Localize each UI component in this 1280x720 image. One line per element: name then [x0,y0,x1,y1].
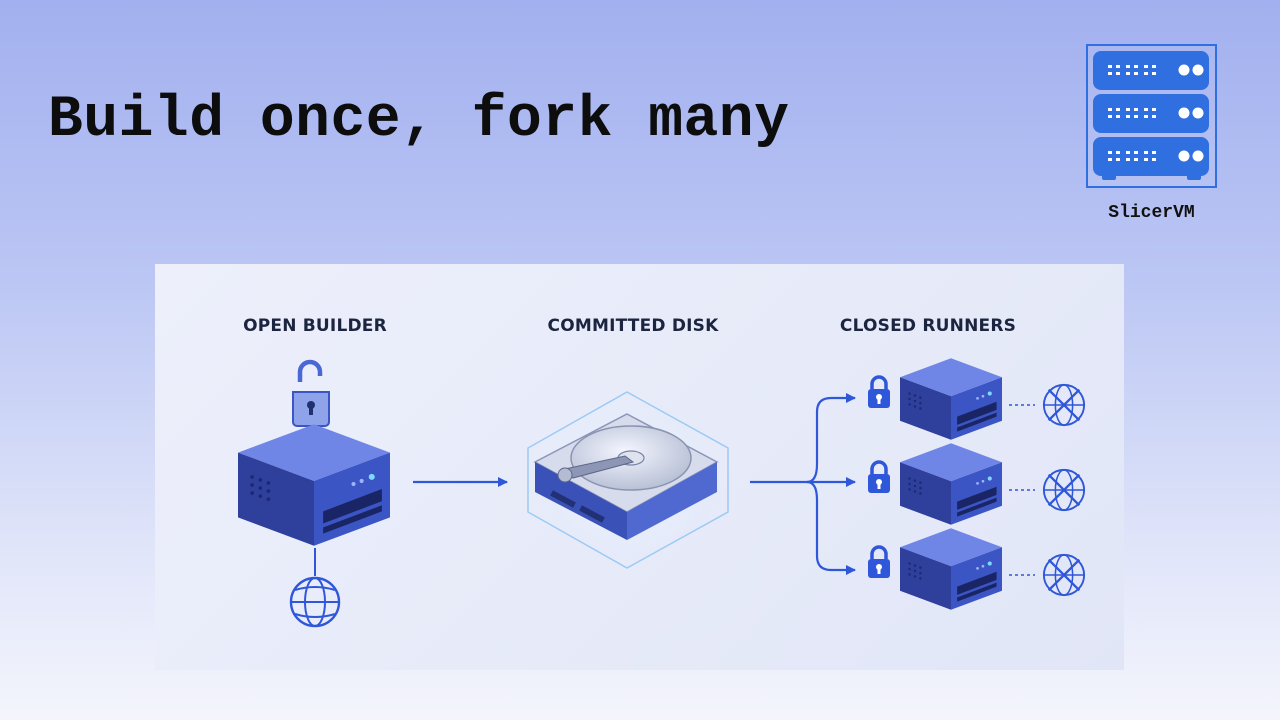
runner-3 [867,528,1086,610]
server-rack-icon [1086,44,1217,188]
column-heading-open-builder: OPEN BUILDER [243,316,387,336]
blocked-network-icon [1042,553,1086,597]
runner-2 [867,443,1086,525]
column-heading-committed-disk: COMMITTED DISK [547,316,719,336]
blocked-network-icon [1042,468,1086,512]
server-icon [900,443,1002,525]
open-padlock-icon [292,359,330,427]
padlock-icon [867,460,891,494]
hard-disk-icon [527,391,729,569]
server-icon [900,358,1002,440]
globe-icon [289,576,341,628]
diagram-panel: OPEN BUILDER COMMITTED DISK CLOSED RUNNE… [155,264,1124,670]
server-icon [238,424,390,546]
padlock-icon [867,545,891,579]
column-heading-closed-runners: CLOSED RUNNERS [839,316,1017,336]
fork-arrows [750,393,856,575]
blocked-network-icon [1042,383,1086,427]
server-icon [900,528,1002,610]
slide-title: Build once, fork many [48,88,790,153]
logo-label: SlicerVM [1108,203,1195,223]
runner-1 [867,358,1086,440]
padlock-icon [867,375,891,409]
